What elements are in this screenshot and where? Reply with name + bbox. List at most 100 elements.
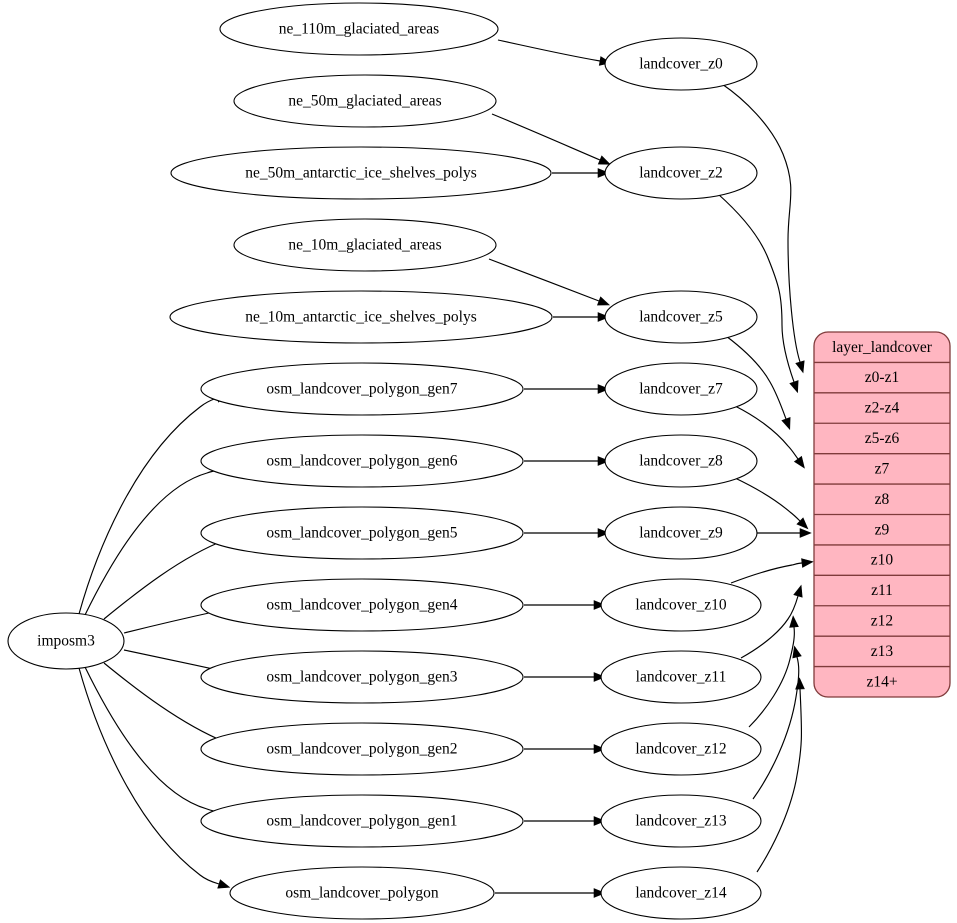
edge-line [488, 258, 600, 302]
node-shape [604, 362, 758, 416]
arrow-head-icon [793, 584, 803, 598]
arrow-head-icon [593, 888, 606, 898]
edge-osm_landcover_polygon_gen6-to-landcover_z8 [524, 456, 610, 466]
table-row-z10[interactable]: z10 [814, 545, 950, 575]
arrow-head-icon [795, 360, 805, 374]
edge-line [721, 83, 801, 363]
table-cell-label: z12 [871, 613, 893, 630]
edge-landcover_z5-to-layer_landcover_row_z5-z6 [725, 335, 791, 431]
node-label: landcover_z7 [639, 381, 723, 398]
arrow-head-icon [217, 879, 231, 889]
node-label: ne_50m_antarctic_ice_shelves_polys [245, 165, 477, 182]
table-row-z2-z4[interactable]: z2-z4 [814, 393, 950, 423]
edge-landcover_z13-to-layer_landcover_row_z13 [752, 645, 802, 800]
node-landcover_z0[interactable]: landcover_z0 [604, 37, 758, 91]
node-shape [600, 578, 762, 632]
node-label: landcover_z2 [639, 165, 723, 182]
edge-line [748, 626, 795, 728]
table-cell-label: z13 [871, 643, 894, 660]
table-cell-label: z2-z4 [865, 400, 900, 417]
table-cell-label: z7 [875, 460, 890, 477]
node-landcover_z2[interactable]: landcover_z2 [604, 146, 758, 200]
table-cell-label: z11 [871, 582, 893, 599]
node-landcover_z10[interactable]: landcover_z10 [600, 578, 762, 632]
table-cell-label: z9 [875, 521, 890, 538]
node-shape [233, 218, 497, 272]
table-row-z9[interactable]: z9 [814, 515, 950, 545]
edge-imposm3-to-osm_landcover_polygon [78, 667, 231, 889]
table-row-z8[interactable]: z8 [814, 484, 950, 514]
node-landcover_z13[interactable]: landcover_z13 [600, 794, 762, 848]
node-landcover_z9[interactable]: landcover_z9 [604, 506, 758, 560]
table-row-z14+[interactable]: z14+ [814, 667, 950, 697]
node-ne_10m_antarctic_ice_shelves_polys[interactable]: ne_10m_antarctic_ice_shelves_polys [169, 290, 553, 344]
table-row-z7[interactable]: z7 [814, 454, 950, 484]
node-osm_landcover_polygon_gen5[interactable]: osm_landcover_polygon_gen5 [200, 506, 524, 560]
edge-line [491, 113, 601, 161]
node-shape [200, 506, 524, 560]
edge-osm_landcover_polygon_gen5-to-landcover_z9 [524, 528, 610, 538]
table-cell-label: layer_landcover [832, 339, 933, 356]
table-row-z11[interactable]: z11 [814, 575, 950, 605]
node-osm_landcover_polygon_gen4[interactable]: osm_landcover_polygon_gen4 [200, 578, 524, 632]
node-ne_10m_glaciated_areas[interactable]: ne_10m_glaciated_areas [233, 218, 497, 272]
node-landcover_z14[interactable]: landcover_z14 [600, 866, 762, 920]
node-ne_50m_antarctic_ice_shelves_polys[interactable]: ne_50m_antarctic_ice_shelves_polys [170, 146, 552, 200]
node-shape [604, 37, 758, 91]
edge-osm_landcover_polygon_gen2-to-landcover_z12 [524, 744, 606, 754]
node-osm_landcover_polygon[interactable]: osm_landcover_polygon [229, 866, 495, 920]
arrow-head-icon [597, 312, 610, 322]
edge-line [756, 688, 803, 873]
node-ne_110m_glaciated_areas[interactable]: ne_110m_glaciated_areas [219, 2, 499, 56]
table-cell-label: z8 [875, 491, 890, 508]
arrow-head-icon [799, 528, 812, 538]
table-row-z13[interactable]: z13 [814, 636, 950, 666]
node-osm_landcover_polygon_gen2[interactable]: osm_landcover_polygon_gen2 [200, 722, 524, 776]
node-ne_50m_glaciated_areas[interactable]: ne_50m_glaciated_areas [233, 74, 497, 128]
table-header-layer-landcover[interactable]: layer_landcover [814, 332, 950, 362]
node-landcover_z12[interactable]: landcover_z12 [600, 722, 762, 776]
node-label: landcover_z5 [639, 309, 723, 326]
edge-ne_50m_glaciated_areas-to-landcover_z2 [491, 113, 611, 165]
arrow-head-icon [597, 528, 610, 538]
arrow-head-icon [593, 744, 606, 754]
edge-line [734, 477, 801, 522]
edge-osm_landcover_polygon_gen1-to-landcover_z13 [524, 816, 606, 826]
arrow-head-icon [789, 380, 799, 394]
node-landcover_z11[interactable]: landcover_z11 [600, 650, 762, 704]
node-shape [170, 146, 552, 200]
edge-line [725, 335, 787, 420]
node-landcover_z5[interactable]: landcover_z5 [604, 290, 758, 344]
node-osm_landcover_polygon_gen6[interactable]: osm_landcover_polygon_gen6 [200, 434, 524, 488]
edge-landcover_z2-to-layer_landcover_row_z2-z4 [717, 193, 799, 394]
node-landcover_z8[interactable]: landcover_z8 [604, 434, 758, 488]
table-cell-label: z14+ [866, 673, 897, 690]
node-osm_landcover_polygon_gen3[interactable]: osm_landcover_polygon_gen3 [200, 650, 524, 704]
node-label: osm_landcover_polygon_gen6 [266, 453, 457, 470]
table-row-z5-z6[interactable]: z5-z6 [814, 423, 950, 453]
node-shape [600, 794, 762, 848]
arrow-head-icon [597, 155, 611, 165]
edge-line [740, 595, 799, 659]
node-shape [200, 362, 524, 416]
node-shape [200, 650, 524, 704]
edge-ne_10m_antarctic_ice_shelves_polys-to-landcover_z5 [553, 312, 610, 322]
arrow-head-icon [593, 816, 606, 826]
edge-osm_landcover_polygon_gen4-to-landcover_z10 [524, 600, 606, 610]
edge-ne_10m_glaciated_areas-to-landcover_z5 [488, 258, 611, 306]
node-shape [200, 722, 524, 776]
edge-line [734, 405, 799, 460]
table-row-z12[interactable]: z12 [814, 606, 950, 636]
nodes-layer: imposm3 ne_110m_glaciated_areas ne_50m_gla… [7, 2, 762, 920]
table-row-z0-z1[interactable]: z0-z1 [814, 362, 950, 392]
arrow-head-icon [793, 455, 805, 469]
node-landcover_z7[interactable]: landcover_z7 [604, 362, 758, 416]
node-imposm3[interactable]: imposm3 [7, 612, 125, 670]
arrow-head-icon [792, 645, 802, 659]
node-label: osm_landcover_polygon_gen2 [266, 741, 457, 758]
node-shape [600, 866, 762, 920]
node-label: landcover_z11 [636, 669, 727, 686]
arrow-head-icon [789, 615, 799, 628]
node-osm_landcover_polygon_gen1[interactable]: osm_landcover_polygon_gen1 [200, 794, 524, 848]
node-osm_landcover_polygon_gen7[interactable]: osm_landcover_polygon_gen7 [200, 362, 524, 416]
